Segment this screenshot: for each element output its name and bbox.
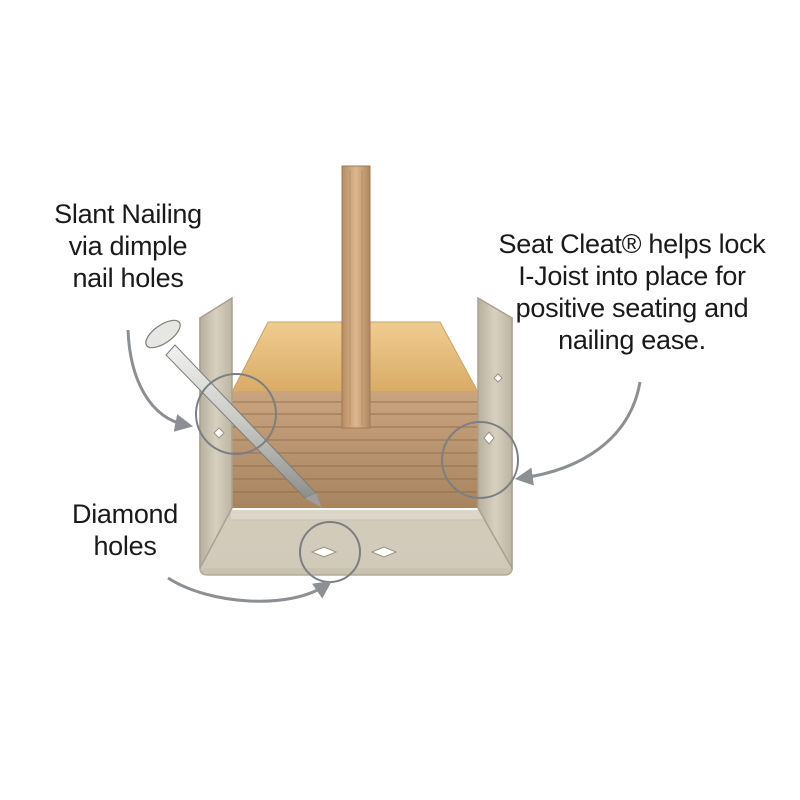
diamond-holes-line-2: holes	[50, 530, 200, 562]
arrow-diamond-holes	[168, 578, 326, 601]
arrow-seat-cleat	[522, 382, 640, 478]
web-stem	[342, 166, 370, 428]
slant-nailing-callout: Slant Nailing via dimple nail holes	[38, 198, 218, 294]
seat-cleat-line-3: positive seating and	[492, 292, 772, 324]
diamond-holes-line-1: Diamond	[50, 498, 200, 530]
slant-nailing-line-1: Slant Nailing	[38, 198, 218, 230]
seat-cleat-line-1: Seat Cleat® helps lock	[492, 228, 772, 260]
slant-nailing-line-3: nail holes	[38, 262, 218, 294]
slant-nailing-line-2: via dimple	[38, 230, 218, 262]
seat-cleat-line-2: I-Joist into place for	[492, 260, 772, 292]
seat-cleat-callout: Seat Cleat® helps lock I-Joist into plac…	[492, 228, 772, 356]
diamond-holes-callout: Diamond holes	[50, 498, 200, 562]
seat-cleat-line-4: nailing ease.	[492, 324, 772, 356]
